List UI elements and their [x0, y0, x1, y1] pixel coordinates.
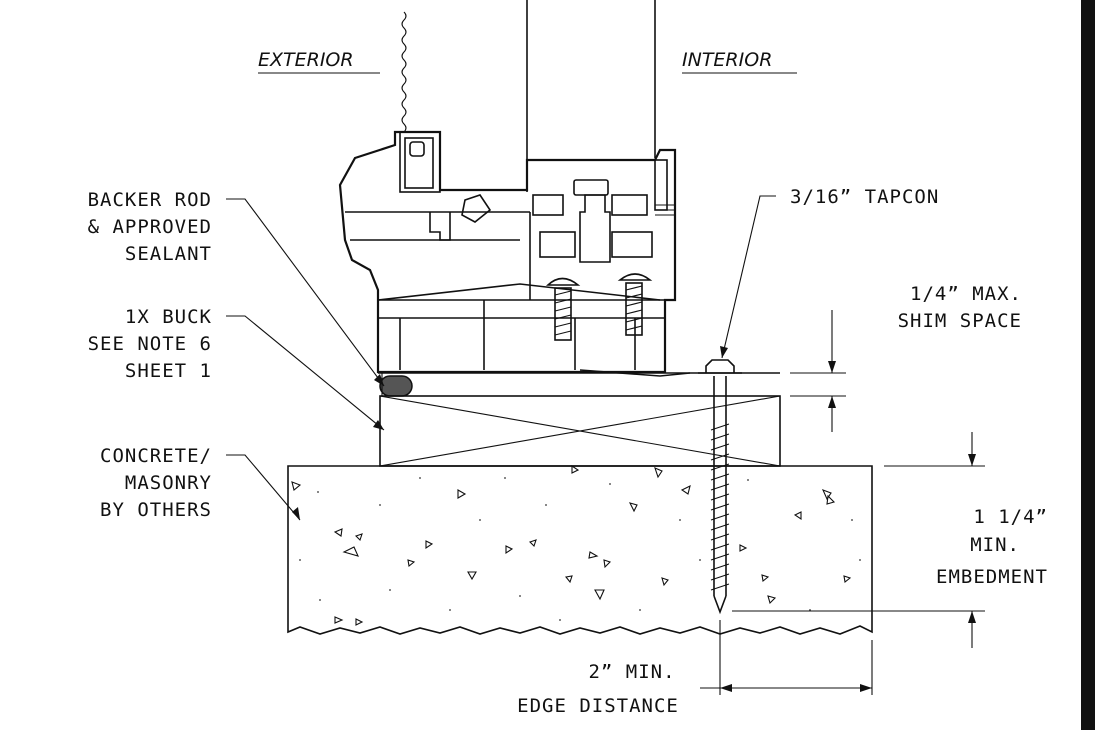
callout-embedment: 1 1/4” MIN. EMBEDMENT: [936, 506, 1048, 588]
svg-text:EMBEDMENT: EMBEDMENT: [936, 566, 1048, 588]
dimension-lines: [700, 310, 985, 695]
glazing-lines: [526, 0, 656, 192]
backer-rod: [379, 372, 413, 397]
svg-text:SHEET 1: SHEET 1: [125, 360, 212, 382]
svg-text:MASONRY: MASONRY: [125, 472, 212, 494]
callout-shim-space: 1/4” MAX. SHIM SPACE: [898, 283, 1022, 332]
exterior-title: EXTERIOR: [258, 49, 354, 71]
frame-screws: [545, 273, 653, 341]
svg-text:1/4” MAX.: 1/4” MAX.: [910, 283, 1022, 305]
svg-text:BY OTHERS: BY OTHERS: [100, 499, 212, 521]
svg-text:MIN.: MIN.: [970, 534, 1020, 556]
svg-text:SEALANT: SEALANT: [125, 243, 212, 265]
wood-buck: [379, 395, 781, 467]
leader-lines: [226, 195, 776, 521]
svg-text:BACKER ROD: BACKER ROD: [88, 189, 212, 211]
concrete-substrate: [287, 464, 873, 635]
svg-text:3/16” TAPCON: 3/16” TAPCON: [790, 186, 939, 208]
exterior-wave-line: [401, 11, 407, 133]
svg-text:& APPROVED: & APPROVED: [88, 216, 212, 238]
svg-text:EDGE DISTANCE: EDGE DISTANCE: [517, 695, 679, 717]
svg-text:1X BUCK: 1X BUCK: [125, 306, 212, 328]
svg-text:1 1/4”: 1 1/4”: [973, 506, 1048, 528]
callout-concrete: CONCRETE/ MASONRY BY OTHERS: [100, 445, 212, 521]
callout-buck: 1X BUCK SEE NOTE 6 SHEET 1: [88, 306, 212, 382]
sheet-border: [1081, 0, 1095, 730]
svg-text:SEE NOTE 6: SEE NOTE 6: [88, 333, 212, 355]
svg-text:SHIM SPACE: SHIM SPACE: [898, 310, 1022, 332]
callout-backer-rod: BACKER ROD & APPROVED SEALANT: [88, 189, 212, 265]
interior-title: INTERIOR: [682, 49, 772, 71]
callout-edge-distance: 2” MIN. EDGE DISTANCE: [517, 661, 679, 717]
svg-text:2” MIN.: 2” MIN.: [588, 661, 675, 683]
callout-tapcon: 3/16” TAPCON: [790, 186, 939, 208]
tapcon-screw: [698, 359, 742, 615]
svg-text:CONCRETE/: CONCRETE/: [100, 445, 212, 467]
window-frame: [338, 130, 677, 374]
